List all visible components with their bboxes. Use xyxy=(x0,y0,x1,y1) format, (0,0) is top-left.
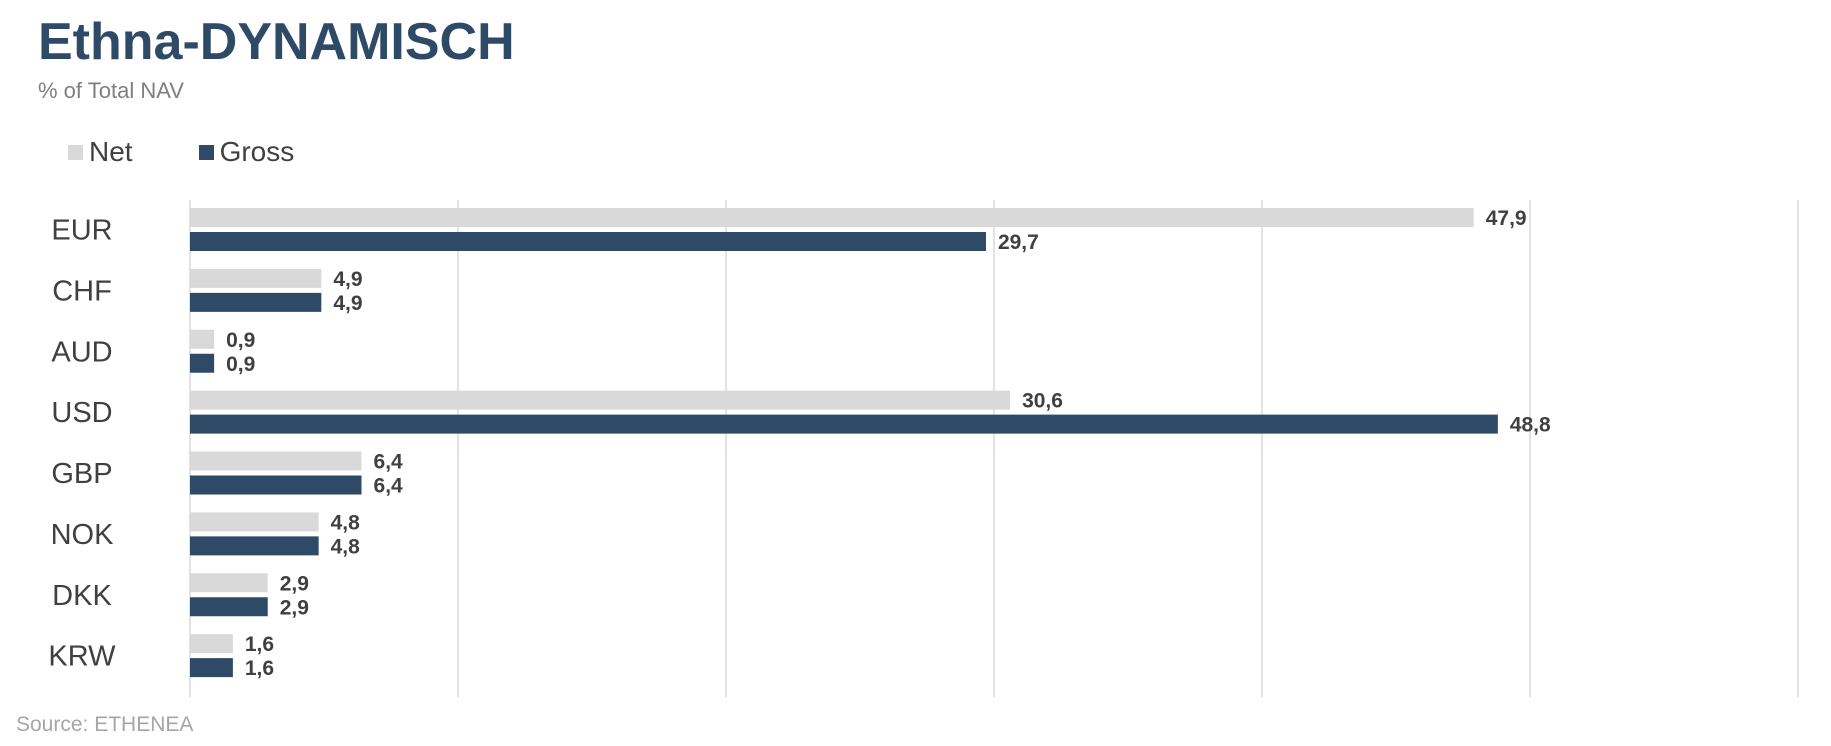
bar-net-usd xyxy=(190,390,1011,410)
value-label-net-dkk: 2,9 xyxy=(280,572,309,595)
chart-subtitle: % of Total NAV xyxy=(38,78,184,103)
legend-label-net: Net xyxy=(89,136,133,167)
value-label-net-eur: 47,9 xyxy=(1486,207,1527,230)
value-label-net-krw: 1,6 xyxy=(245,633,274,656)
value-label-gross-nok: 4,8 xyxy=(331,535,361,558)
value-label-gross-aud: 0,9 xyxy=(226,353,255,376)
bar-net-chf xyxy=(190,268,322,288)
category-label-nok: NOK xyxy=(51,519,115,551)
category-label-aud: AUD xyxy=(51,336,112,368)
bar-net-eur xyxy=(190,208,1474,227)
value-label-gross-dkk: 2,9 xyxy=(280,596,309,619)
bar-net-dkk xyxy=(190,573,268,593)
value-label-net-nok: 4,8 xyxy=(331,511,361,534)
value-label-gross-chf: 4,9 xyxy=(333,292,362,315)
value-label-gross-krw: 1,6 xyxy=(245,657,274,680)
value-label-net-usd: 30,6 xyxy=(1022,390,1063,413)
value-label-net-aud: 0,9 xyxy=(226,329,255,352)
value-label-net-chf: 4,9 xyxy=(333,268,362,291)
value-label-gross-eur: 29,7 xyxy=(998,231,1039,254)
source-note: Source: ETHENEA xyxy=(16,713,194,736)
legend-item-net: Net xyxy=(68,136,133,168)
category-label-eur: EUR xyxy=(51,215,112,247)
chart-legend: Net Gross xyxy=(68,136,294,168)
category-label-krw: KRW xyxy=(48,641,116,673)
bar-gross-eur xyxy=(190,232,986,251)
bar-net-aud xyxy=(190,329,215,349)
bar-net-krw xyxy=(190,634,233,654)
legend-label-gross: Gross xyxy=(219,136,295,167)
legend-item-gross: Gross xyxy=(198,136,295,168)
value-label-gross-gbp: 6,4 xyxy=(374,475,404,498)
chart-title: Ethna-DYNAMISCH xyxy=(38,13,515,71)
bar-gross-nok xyxy=(190,536,319,556)
bar-gross-aud xyxy=(190,353,215,373)
bar-gross-usd xyxy=(190,414,1498,434)
value-label-net-gbp: 6,4 xyxy=(374,451,404,474)
category-label-gbp: GBP xyxy=(51,458,112,490)
bar-gross-chf xyxy=(190,292,322,312)
category-label-dkk: DKK xyxy=(52,580,112,612)
bar-gross-gbp xyxy=(190,475,362,495)
bar-gross-krw xyxy=(190,658,233,678)
bar-net-nok xyxy=(190,512,319,532)
category-label-chf: CHF xyxy=(52,275,112,307)
value-label-gross-usd: 48,8 xyxy=(1510,414,1551,437)
legend-swatch-gross xyxy=(198,144,214,160)
category-label-usd: USD xyxy=(51,397,112,429)
bar-gross-dkk xyxy=(190,597,268,617)
legend-swatch-net xyxy=(68,144,83,160)
bar-net-gbp xyxy=(190,451,362,471)
